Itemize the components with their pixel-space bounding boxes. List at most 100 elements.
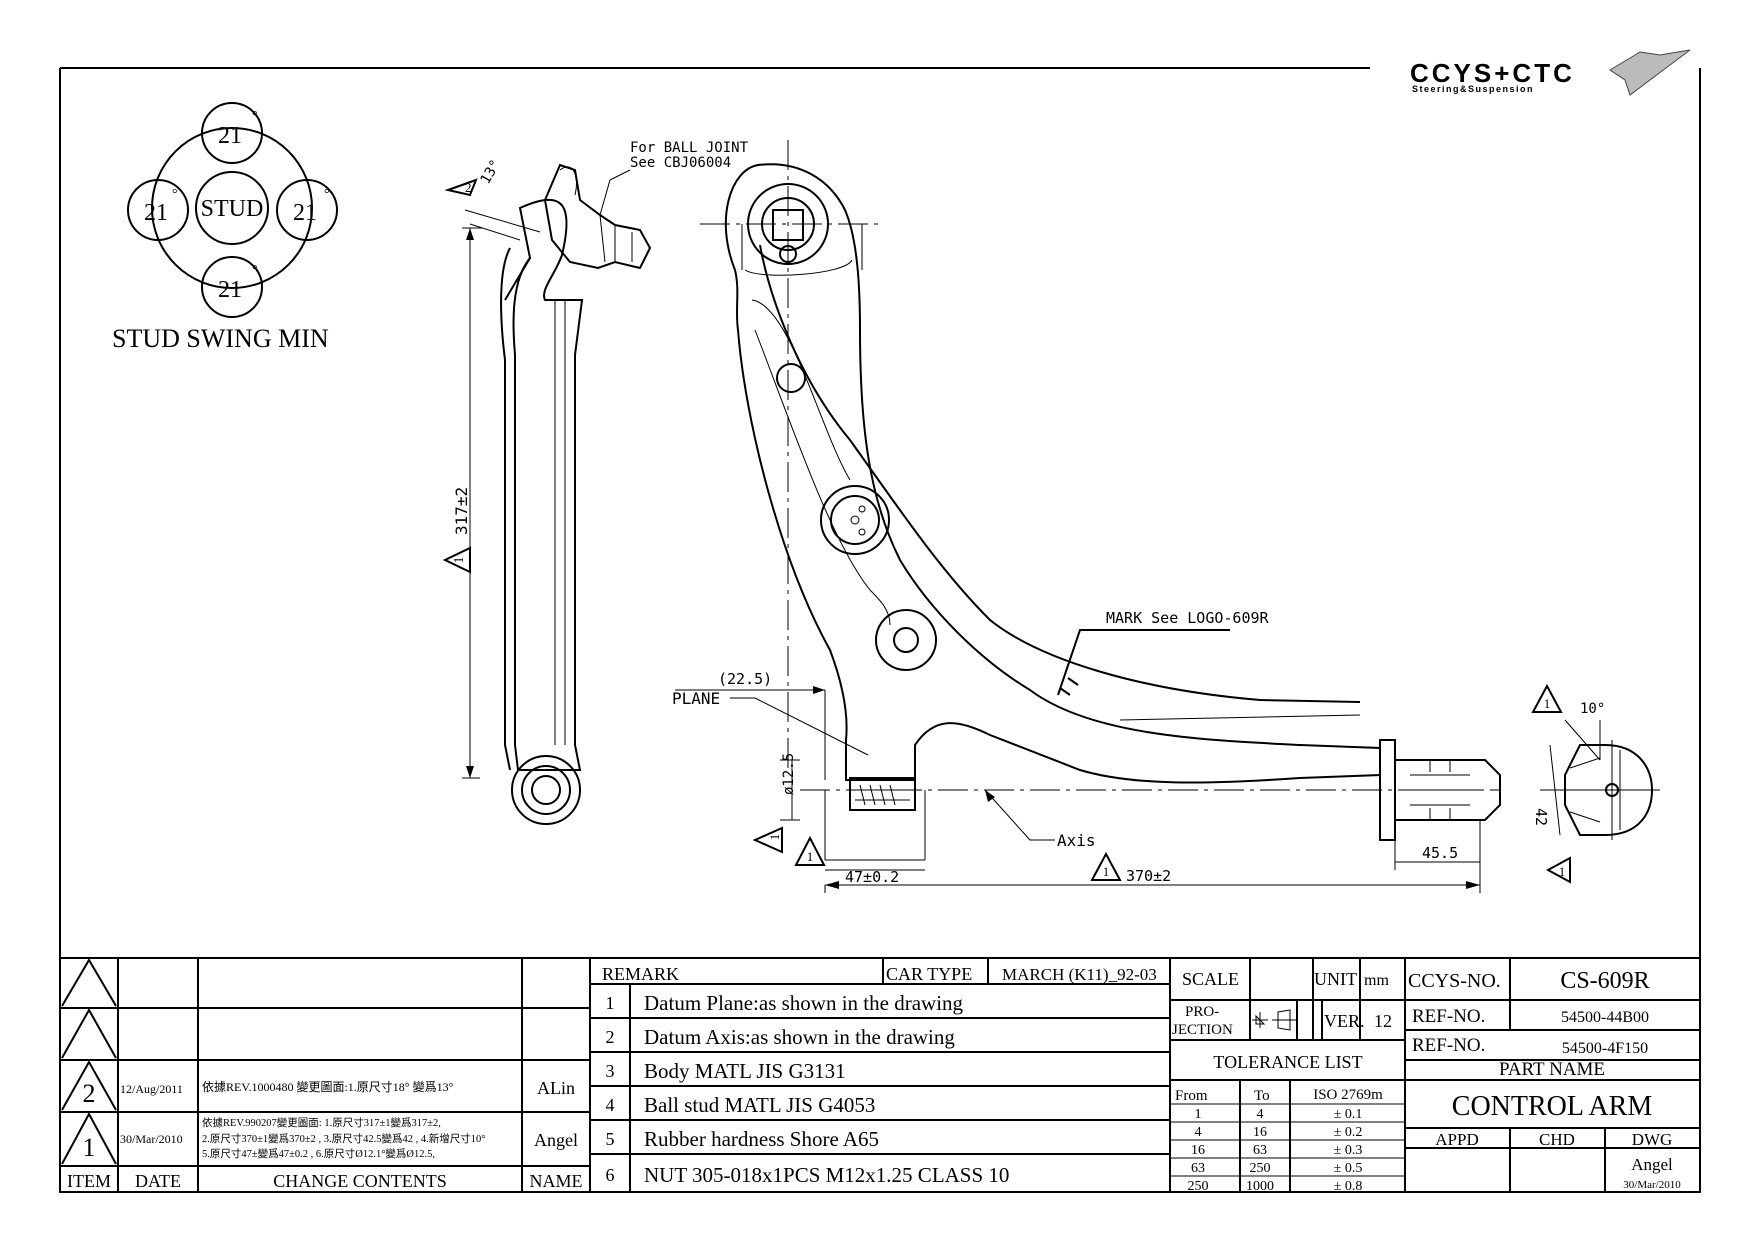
ball-joint-note-2: See CBJ06004	[630, 155, 731, 171]
tol-to: 1000	[1246, 1179, 1274, 1194]
ball-joint-note-1: For BALL JOINT	[630, 140, 749, 156]
remark-text: Ball stud MATL JIS G4053	[644, 1093, 875, 1117]
rev-item-2: 2	[83, 1079, 96, 1108]
tol-from: 16	[1191, 1143, 1205, 1158]
ver-value: 12	[1374, 1011, 1392, 1031]
rev-date-1: 30/Mar/2010	[120, 1132, 183, 1146]
ref-label-2: REF-NO.	[1412, 1035, 1485, 1056]
ver-label: VER.	[1324, 1011, 1365, 1031]
angle-13: 13°	[478, 157, 505, 187]
tol-from: 1	[1195, 1107, 1202, 1122]
dia-12-5: ø12.5	[781, 753, 797, 795]
datum-flag: 1	[767, 834, 782, 841]
datum-flag: 1	[1544, 696, 1551, 711]
swing-angle-bottom: 21	[218, 277, 242, 303]
remark-text: NUT 305-018x1PCS M12x1.25 CLASS 10	[644, 1163, 1009, 1187]
drawing-border	[59, 67, 1701, 1193]
car-type-label: CAR TYPE	[886, 964, 972, 984]
rev-item-1: 1	[83, 1133, 96, 1162]
unit-value: mm	[1364, 972, 1389, 989]
ccys-label: CCYS-NO.	[1408, 970, 1501, 992]
swing-angle-top: 21	[218, 123, 242, 149]
remark-number: 4	[606, 1095, 615, 1115]
ref-label-1: REF-NO.	[1412, 1006, 1485, 1027]
stud-swing-diagram: STUD 21 21 21 21 ° ° ° ° STUD SWING MIN	[112, 102, 338, 353]
remark-number: 2	[606, 1027, 615, 1047]
tol-from: 250	[1188, 1179, 1209, 1194]
remark-number: 3	[606, 1061, 615, 1081]
dim-47: 47±0.2	[845, 868, 899, 886]
dim-370: 370±2	[1126, 867, 1171, 885]
rev-contents-2: 依據REV.1000480 變更圖面:1.原尺寸18° 變爲13°	[202, 1079, 454, 1094]
degree-mark: °	[324, 187, 330, 202]
company-logo: CCYS+CTC Steering&Suspension	[1410, 49, 1691, 96]
tol-to: 16	[1253, 1125, 1267, 1140]
degree-mark: °	[252, 109, 258, 124]
remark-header: REMARK	[602, 964, 679, 984]
revision-table: 2 12/Aug/2011 依據REV.1000480 變更圖面:1.原尺寸18…	[67, 1078, 583, 1191]
remark-text: Rubber hardness Shore A65	[644, 1127, 879, 1151]
dwg-label: DWG	[1632, 1130, 1673, 1149]
datum-flag: 1	[807, 849, 814, 864]
swing-angle-right: 21	[293, 200, 317, 226]
tol-header-iso: ISO 2769m	[1313, 1087, 1383, 1103]
ccys-number: CS-609R	[1560, 968, 1649, 994]
rev-name-1: Angel	[534, 1130, 578, 1150]
chd-label: CHD	[1539, 1130, 1575, 1149]
part-name-label: PART NAME	[1499, 1059, 1605, 1080]
angle-10: 10°	[1580, 701, 1605, 717]
header-date: DATE	[135, 1171, 181, 1191]
title-block	[60, 957, 1700, 1192]
tol-value: ± 0.3	[1334, 1143, 1363, 1158]
tol-to: 4	[1257, 1107, 1264, 1122]
drawn-by: Angel	[1631, 1155, 1673, 1174]
remark-number: 6	[606, 1165, 615, 1185]
dim-317: 317±2	[452, 487, 471, 535]
tol-header-to: To	[1254, 1088, 1270, 1104]
tol-header-from: From	[1175, 1088, 1208, 1104]
ref-number-2: 54500-4F150	[1562, 1040, 1648, 1057]
stud-label: STUD	[201, 196, 264, 222]
dim-42: 42	[1532, 808, 1550, 826]
drawn-date: 30/Mar/2010	[1623, 1179, 1681, 1191]
remark-number: 5	[606, 1129, 615, 1149]
tolerance-grid-lines	[1170, 1009, 1405, 1177]
logo-tagline: Steering&Suspension	[1412, 84, 1534, 94]
end-view: 42 10° 1 1	[1531, 683, 1660, 884]
tol-value: ± 0.8	[1334, 1179, 1363, 1194]
logo-text: CCYS+CTC	[1410, 58, 1575, 88]
rev-name-2: ALin	[537, 1078, 575, 1098]
tol-value: ± 0.5	[1334, 1161, 1363, 1176]
rev-contents-1b: 2.原尺寸370±1變爲370±2 , 3.原尺寸42.5變爲42 , 4.新增…	[202, 1132, 485, 1145]
rev-date-2: 12/Aug/2011	[120, 1082, 183, 1096]
unit-label: UNIT	[1314, 969, 1357, 989]
degree-mark: °	[252, 263, 258, 278]
tol-from: 63	[1191, 1161, 1205, 1176]
stud-swing-caption: STUD SWING MIN	[112, 324, 329, 353]
swing-angle-left: 21	[144, 200, 168, 226]
remarks-table: REMARK CAR TYPE MARCH (K11)_92-03 1 Datu…	[602, 964, 1157, 1187]
datum-flag: 1	[452, 557, 467, 564]
axis-label: Axis	[1057, 831, 1096, 850]
header-item: ITEM	[67, 1171, 111, 1191]
tol-to: 63	[1253, 1143, 1267, 1158]
header-change-contents: CHANGE CONTENTS	[273, 1171, 447, 1191]
title-block-text: CCYS-NO. CS-609R REF-NO. 54500-44B00 REF…	[1408, 968, 1681, 1191]
tol-to: 250	[1250, 1161, 1271, 1176]
rev-contents-1c: 5.原尺寸47±變爲47±0.2 , 6.原尺寸Ø12.1°變爲Ø12.5,	[202, 1147, 435, 1160]
header-name: NAME	[530, 1171, 583, 1191]
appd-label: APPD	[1435, 1130, 1478, 1149]
rev-contents-1a: 依據REV.990207變更圖面: 1.原尺寸317±1變爲317±2,	[202, 1116, 441, 1129]
dim-45-5: 45.5	[1422, 844, 1458, 862]
projection-label-2: JECTION	[1172, 1022, 1233, 1038]
tol-value: ± 0.1	[1334, 1107, 1363, 1122]
projection-label-1: PRO-	[1185, 1004, 1219, 1020]
front-view: (22.5) PLANE MARK See LOGO-609R 47±0.2 1…	[672, 140, 1501, 893]
remark-text: Datum Axis:as shown in the drawing	[644, 1025, 955, 1049]
remark-text: Datum Plane:as shown in the drawing	[644, 991, 964, 1015]
tol-from: 4	[1195, 1125, 1202, 1140]
plane-label: PLANE	[672, 689, 720, 708]
specs-block: SCALE UNIT mm PRO- JECTION VER. 12 TOLER…	[1172, 969, 1392, 1194]
logo-emblem-icon	[1609, 49, 1691, 96]
